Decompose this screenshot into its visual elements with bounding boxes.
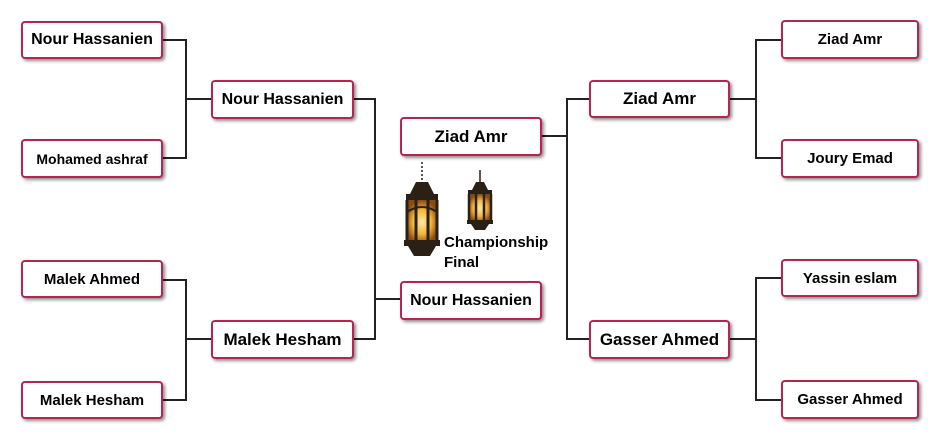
final-player-bottom: Nour Hassanien [400, 281, 542, 320]
left-r1-player-3: Malek Ahmed [21, 260, 163, 298]
lantern-icon-small [467, 170, 493, 230]
right-r1-player-1: Ziad Amr [781, 20, 919, 59]
final-caption-line2: Final [444, 254, 480, 271]
final-caption-line1: Championship [444, 234, 549, 251]
final-player-top: Ziad Amr [400, 117, 542, 156]
connector-r-semis [566, 98, 589, 340]
right-semi-player-2: Gasser Ahmed [589, 320, 730, 359]
right-r1-player-4: Gasser Ahmed [781, 380, 919, 419]
right-r1-player-3: Yassin eslam [781, 259, 919, 297]
right-r1-player-2: Joury Emad [781, 139, 919, 178]
connector-l-semis [354, 98, 376, 340]
connector-r2 [755, 277, 781, 401]
left-semi-player-2: Malek Hesham [211, 320, 354, 359]
connector-l2 [163, 279, 187, 401]
connector-l1 [163, 39, 187, 159]
lantern-decoration [404, 162, 493, 256]
left-r1-player-1: Nour Hassanien [21, 21, 163, 59]
lantern-icon-large [404, 162, 440, 256]
right-semi-player-1: Ziad Amr [589, 80, 730, 118]
left-r1-player-4: Malek Hesham [21, 381, 163, 419]
connector-r1 [755, 39, 781, 159]
left-r1-player-2: Mohamed ashraf [21, 139, 163, 178]
left-semi-player-1: Nour Hassanien [211, 80, 354, 119]
